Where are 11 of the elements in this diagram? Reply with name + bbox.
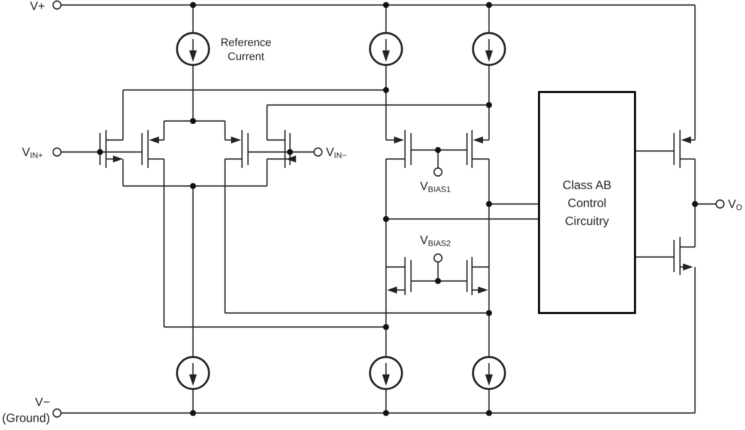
terminal-label: (Ground): [2, 410, 50, 426]
annotation: Reference Current: [220, 36, 272, 64]
terminal-label: V−: [35, 394, 50, 410]
control-block: [538, 91, 636, 314]
terminal-label: Class AB Control Circuitry: [562, 176, 612, 230]
terminal-label: V$_{BIAS2}$: [420, 232, 451, 249]
terminal-label: V$_{IN+}$: [22, 144, 43, 161]
terminal-label: V+: [30, 0, 46, 15]
terminal-label: V$_{BIAS1}$: [420, 178, 451, 195]
terminal-label: V$_{O}$: [728, 196, 742, 213]
terminal-label: V$_{IN−}$: [326, 144, 347, 161]
